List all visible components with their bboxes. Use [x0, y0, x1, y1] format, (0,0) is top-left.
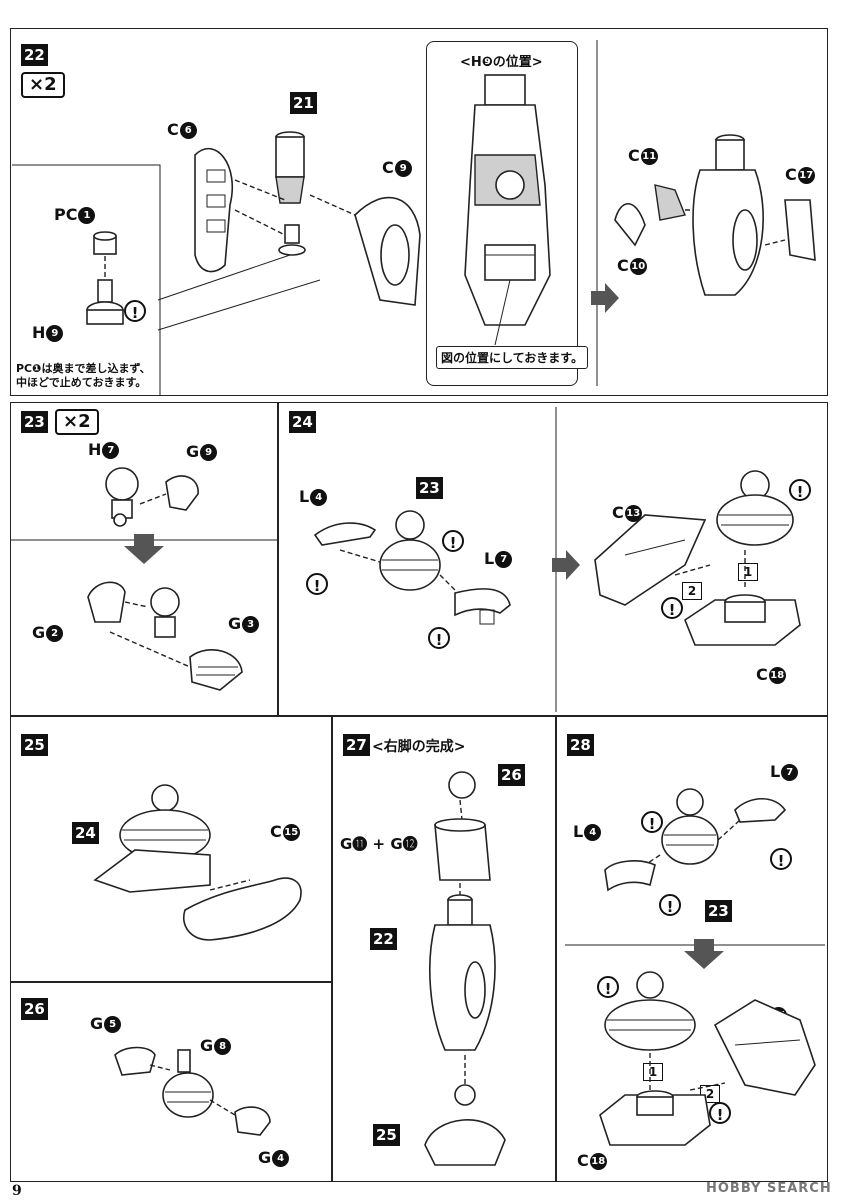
- step-22-number: 22: [21, 44, 48, 66]
- sub-step-26-badge: 26: [498, 764, 525, 786]
- sub-step-21-badge: 21: [290, 92, 317, 114]
- step-26-number: 26: [21, 998, 48, 1020]
- warning-icon: !: [428, 627, 450, 649]
- sub-step-22-badge: 22: [370, 928, 397, 950]
- step-22-assembly: [194, 131, 421, 306]
- step-22-final-assembly: [614, 134, 816, 296]
- step-26-diagram: [114, 1046, 271, 1136]
- warning-icon: !: [641, 811, 663, 833]
- step-22-panel: [10, 28, 828, 396]
- step-24-number: 24: [289, 411, 316, 433]
- warning-icon: !: [597, 976, 619, 998]
- step-27-number: 27: [343, 734, 370, 756]
- h9-position-diagram: [464, 74, 551, 346]
- sub-step-25-badge: 25: [373, 1124, 400, 1146]
- step-22-inset-note: PC❶は奥まで差し込まず、中ほどで止めておきます。: [16, 362, 151, 389]
- order-1-badge-28: 1: [643, 1063, 663, 1081]
- h9-position-title: <H❾の位置>: [460, 55, 543, 70]
- warning-icon: !: [124, 300, 146, 322]
- step-28-number: 28: [567, 734, 594, 756]
- step-27-panel: [332, 716, 556, 1182]
- page-number: 9: [12, 1183, 22, 1199]
- step-27-diagram: [424, 771, 506, 1166]
- step-28-separator: [565, 939, 825, 969]
- step-23-top-diagram: [105, 467, 199, 527]
- step-24-left-diagram: [313, 510, 511, 625]
- sub-step-23-badge-28: 23: [705, 900, 732, 922]
- watermark: HOBBY SEARCH: [706, 1181, 832, 1196]
- step-28-panel: [556, 716, 828, 1182]
- step-23-number: 23: [21, 411, 48, 433]
- step-24-right-diagram: [594, 470, 801, 646]
- step-28-bottom-diagram: [599, 971, 816, 1146]
- pc1-pin-part: [86, 231, 124, 325]
- step-22-multiplier: ×2: [21, 72, 65, 98]
- step-27-title: <右脚の完成>: [372, 739, 466, 755]
- warning-icon: !: [770, 848, 792, 870]
- part-combo-g11-g12: G⓫ + G⓬: [340, 835, 418, 853]
- step-23-separator: [10, 534, 278, 564]
- step-23-bottom-diagram: [87, 581, 243, 691]
- step-23-panel: [10, 402, 278, 716]
- warning-icon: !: [709, 1102, 731, 1124]
- order-2-badge: 2: [682, 582, 702, 600]
- step-25-diagram: [93, 784, 302, 941]
- step-28-top-diagram: [604, 788, 787, 892]
- step-25-panel: [10, 716, 332, 982]
- warning-icon: !: [659, 894, 681, 916]
- sub-step-24-badge: 24: [72, 822, 99, 844]
- step-24-panel: [278, 402, 828, 716]
- sub-step-23-badge: 23: [416, 477, 443, 499]
- next-arrow-icon: [591, 283, 619, 313]
- step-25-number: 25: [21, 734, 48, 756]
- warning-icon: !: [789, 479, 811, 501]
- h9-position-box: [426, 41, 578, 386]
- warning-icon: !: [661, 597, 683, 619]
- step-23-multiplier: ×2: [55, 409, 99, 435]
- h9-position-caption: 図の位置にしておきます。: [436, 346, 589, 369]
- step-26-panel: [10, 982, 332, 1182]
- order-1-badge: 1: [738, 563, 758, 581]
- warning-icon: !: [306, 573, 328, 595]
- warning-icon: !: [442, 530, 464, 552]
- next-arrow-icon: [552, 550, 580, 580]
